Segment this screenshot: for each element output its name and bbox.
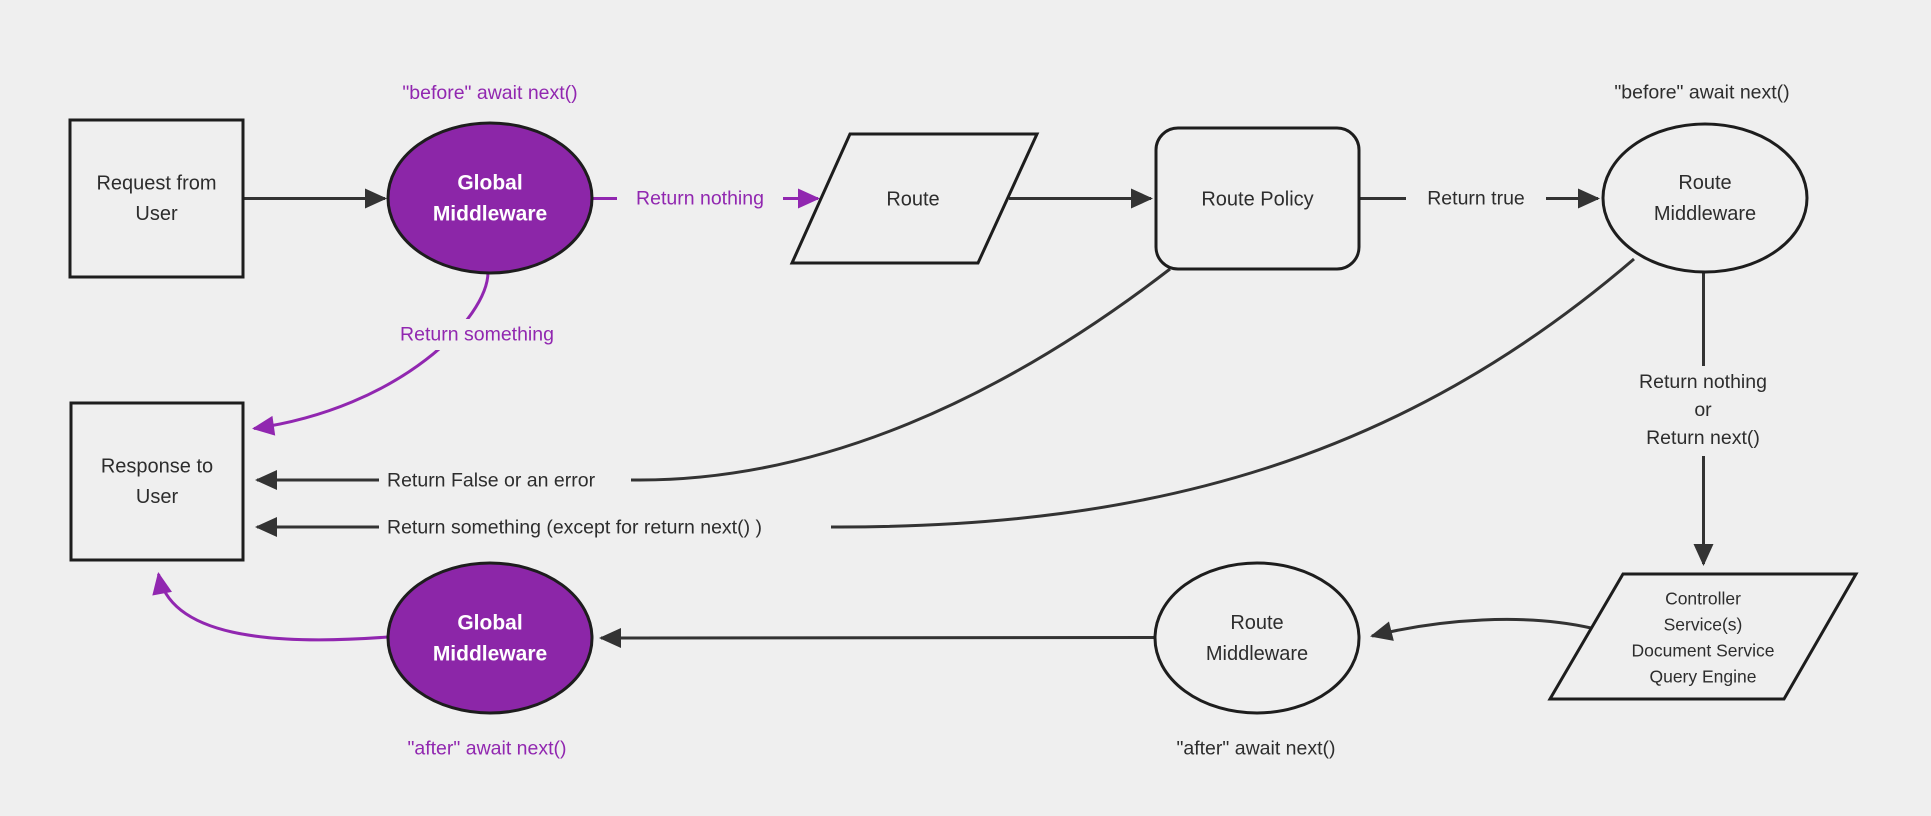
edge-controller-to-route-middleware-bottom [1370,617,1592,641]
node-route: Route [789,132,1040,265]
edge-label-return-something: Return something [400,324,554,346]
route-middleware-top-label-line2: Middleware [1654,203,1756,225]
route-label: Route [886,189,939,211]
global-middleware-top-ellipse [386,121,594,275]
controller-parallelogram [1547,572,1859,701]
route-middleware-bottom-label-line1: Route [1230,612,1283,634]
edge-route-middleware-bottom-to-global-middleware-bottom [599,627,1156,648]
controller-label-line3: Document Service [1632,641,1775,661]
response-label-line1: Response to [101,456,213,478]
edge-label-after-route-middleware: "after" await next() [1176,738,1335,760]
label-bg-return-false [379,464,631,496]
node-controller: Controller Service(s) Document Service Q… [1547,572,1859,701]
global-middleware-bottom-ellipse [386,561,594,715]
edge-label-return-true: Return true [1427,188,1525,210]
edge-label-return-nothing-or-line1: Return nothing [1639,371,1767,393]
node-global-middleware-bottom: Global Middleware [386,561,594,715]
request-label-line1: Request from [96,173,216,195]
route-policy-label: Route Policy [1201,189,1313,211]
node-route-policy: Route Policy [1154,126,1361,271]
label-bg-return-true [1406,183,1546,214]
node-global-middleware-top: Global Middleware [386,121,594,275]
edge-label-return-false-or-error: Return False or an error [387,470,596,492]
route-middleware-bottom-ellipse [1153,561,1361,715]
response-label-line2: User [136,486,179,508]
edge-label-return-nothing: Return nothing [636,188,764,210]
route-parallelogram [789,132,1040,265]
label-bg-return-something-except [379,511,831,543]
node-response: Response to User [69,401,245,562]
route-middleware-top-label-line1: Route [1678,172,1731,194]
controller-label-line4: Query Engine [1649,667,1756,687]
global-middleware-bottom-label-line1: Global [457,612,522,635]
label-bg-return-nothing [617,183,783,214]
edge-label-return-something-except: Return something (except for return next… [387,517,762,539]
edge-label-return-nothing-or-line3: Return next() [1646,427,1760,449]
global-middleware-bottom-label-line2: Middleware [433,643,547,666]
route-middleware-top-ellipse [1601,122,1809,274]
edge-label-before-route-middleware: "before" await next() [1614,82,1789,104]
global-middleware-top-label-line2: Middleware [433,203,547,226]
edge-route-middleware-return-something-to-response [255,257,1635,537]
global-middleware-top-label-line1: Global [457,172,522,195]
request-label-line2: User [135,203,178,225]
route-middleware-bottom-label-line2: Middleware [1206,643,1308,665]
edge-label-before-global-middleware: "before" await next() [402,82,577,104]
node-route-middleware-bottom: Route Middleware [1153,561,1361,715]
edge-global-middleware-return-something-to-response [252,271,490,436]
controller-label-line2: Service(s) [1664,615,1743,635]
edge-label-after-global-middleware: "after" await next() [407,738,566,760]
edge-label-return-nothing-or-line2: or [1694,399,1712,421]
response-box [69,401,245,562]
label-bg-return-something [383,319,571,350]
edge-global-middleware-bottom-to-response [152,572,389,642]
request-box [68,118,245,279]
node-request: Request from User [68,118,245,279]
controller-label-line1: Controller [1665,589,1741,609]
node-route-middleware-top: Route Middleware [1601,122,1809,274]
route-policy-box [1154,126,1361,271]
edge-route-policy-return-false-to-response [255,267,1171,490]
label-bg-return-nothing-or [1614,366,1794,456]
